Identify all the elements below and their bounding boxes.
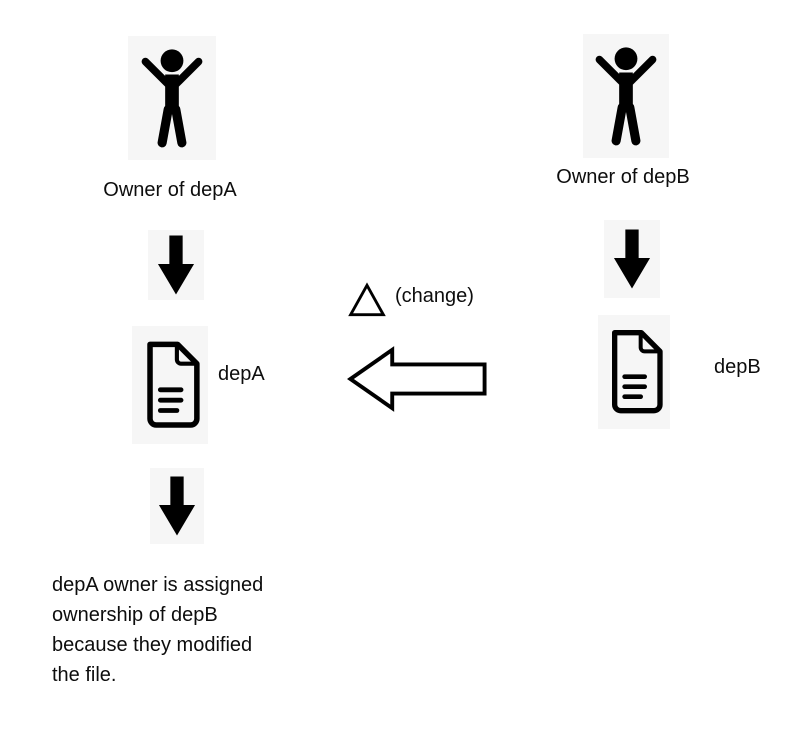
- owner-a-label: Owner of depA: [103, 179, 237, 201]
- delta-triangle-icon: [347, 282, 387, 318]
- caption-text: depA owner is assigned ownership of depB…: [52, 570, 342, 690]
- caption-line: depA owner is assigned: [52, 574, 264, 596]
- down-arrow-icon: [148, 230, 204, 300]
- caption-line: the file.: [52, 664, 117, 686]
- owner-b-label: Owner of depB: [556, 166, 690, 188]
- down-arrow-icon: [150, 468, 204, 544]
- change-label: (change): [395, 285, 474, 307]
- caption-line: ownership of depB: [52, 604, 218, 626]
- depa-label: depA: [218, 363, 265, 385]
- depb-label: depB: [714, 356, 761, 378]
- document-icon: [132, 326, 208, 444]
- person-icon: [583, 34, 669, 158]
- left-arrow-icon: [346, 344, 489, 414]
- person-icon: [128, 36, 216, 160]
- document-icon: [598, 315, 670, 429]
- down-arrow-icon: [604, 220, 660, 298]
- caption-line: because they modified: [52, 634, 253, 656]
